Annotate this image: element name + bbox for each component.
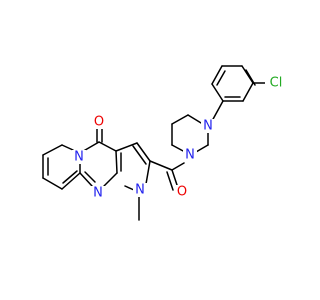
atom-label-n-piperazine-top: N <box>201 119 215 134</box>
molecule-structure-diagram: N O N N O N N Cl <box>42 65 287 221</box>
pyrrole-ring <box>115 142 151 221</box>
atom-label-o-amide: O <box>175 185 189 200</box>
chlorophenyl-ring <box>211 65 256 102</box>
svg-text:N: N <box>93 186 103 201</box>
atom-label-n-methyl: N <box>133 183 147 198</box>
svg-text:N: N <box>74 150 84 165</box>
svg-text:O: O <box>177 185 187 200</box>
atom-label-n-ring-fusion: N <box>72 150 86 165</box>
atom-label-cl: Cl <box>265 76 287 91</box>
atom-label-n-piperazine-bottom: N <box>183 148 197 163</box>
svg-text:Cl: Cl <box>270 76 283 91</box>
svg-text:N: N <box>185 148 195 163</box>
svg-text:N: N <box>135 183 145 198</box>
atom-label-n-pyrimidine: N <box>91 186 105 201</box>
atom-label-o-ketone: O <box>92 115 106 130</box>
pyridine-ring <box>42 144 81 190</box>
piperazine-ring <box>171 100 224 153</box>
svg-text:O: O <box>94 115 104 130</box>
svg-text:N: N <box>203 119 213 134</box>
